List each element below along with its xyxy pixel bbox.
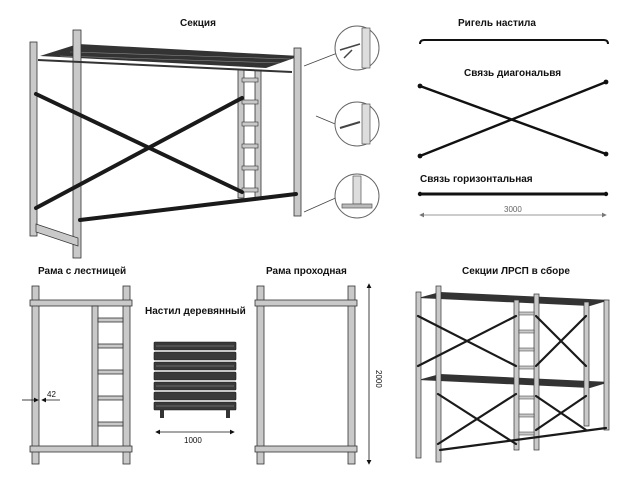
horizontal-brace-part: Связь горизонтальная 3000 xyxy=(417,174,609,218)
label-pass-frame: Рама проходная xyxy=(266,266,347,277)
dim-42: 42 xyxy=(47,390,56,399)
label-diagonal-brace: Связь диагональвя xyxy=(464,68,561,79)
section-3d-view: Секция xyxy=(29,18,302,259)
frame-with-ladder: Рама с лестницей 42 xyxy=(22,266,133,465)
deck-beam-part: Ригель настила xyxy=(419,18,609,45)
joint-callouts xyxy=(303,25,380,219)
section-posts xyxy=(29,29,302,259)
diagonal-brace-part: Связь диагональвя xyxy=(417,68,609,159)
wooden-deck: Настил деревянный 1000 xyxy=(145,306,246,445)
section-diagonal-braces xyxy=(34,92,244,210)
dim-3000: 3000 xyxy=(504,205,522,214)
dim-2000: 2000 xyxy=(374,370,383,388)
label-horizontal-brace: Связь горизонтальная xyxy=(420,174,533,185)
section-deck xyxy=(40,44,300,68)
joint-detail-middle xyxy=(334,101,380,147)
assembled-sections: Секции ЛРСП в сборе xyxy=(415,265,610,463)
label-section: Секция xyxy=(180,18,216,29)
section-ladder-frame xyxy=(237,69,262,199)
joint-detail-top xyxy=(334,25,380,71)
deck-beam xyxy=(419,39,609,45)
label-frame-with-ladder: Рама с лестницей xyxy=(38,266,126,277)
label-deck-beam: Ригель настила xyxy=(458,18,536,29)
diagonal-brace-2 xyxy=(419,80,607,158)
label-assembled-sections: Секции ЛРСП в сборе xyxy=(462,265,570,277)
dim-1000: 1000 xyxy=(184,436,202,445)
pass-frame: Рама проходная 2000 xyxy=(254,266,383,465)
label-wooden-deck: Настил деревянный xyxy=(145,306,246,317)
section-horizontal-brace xyxy=(78,192,298,222)
